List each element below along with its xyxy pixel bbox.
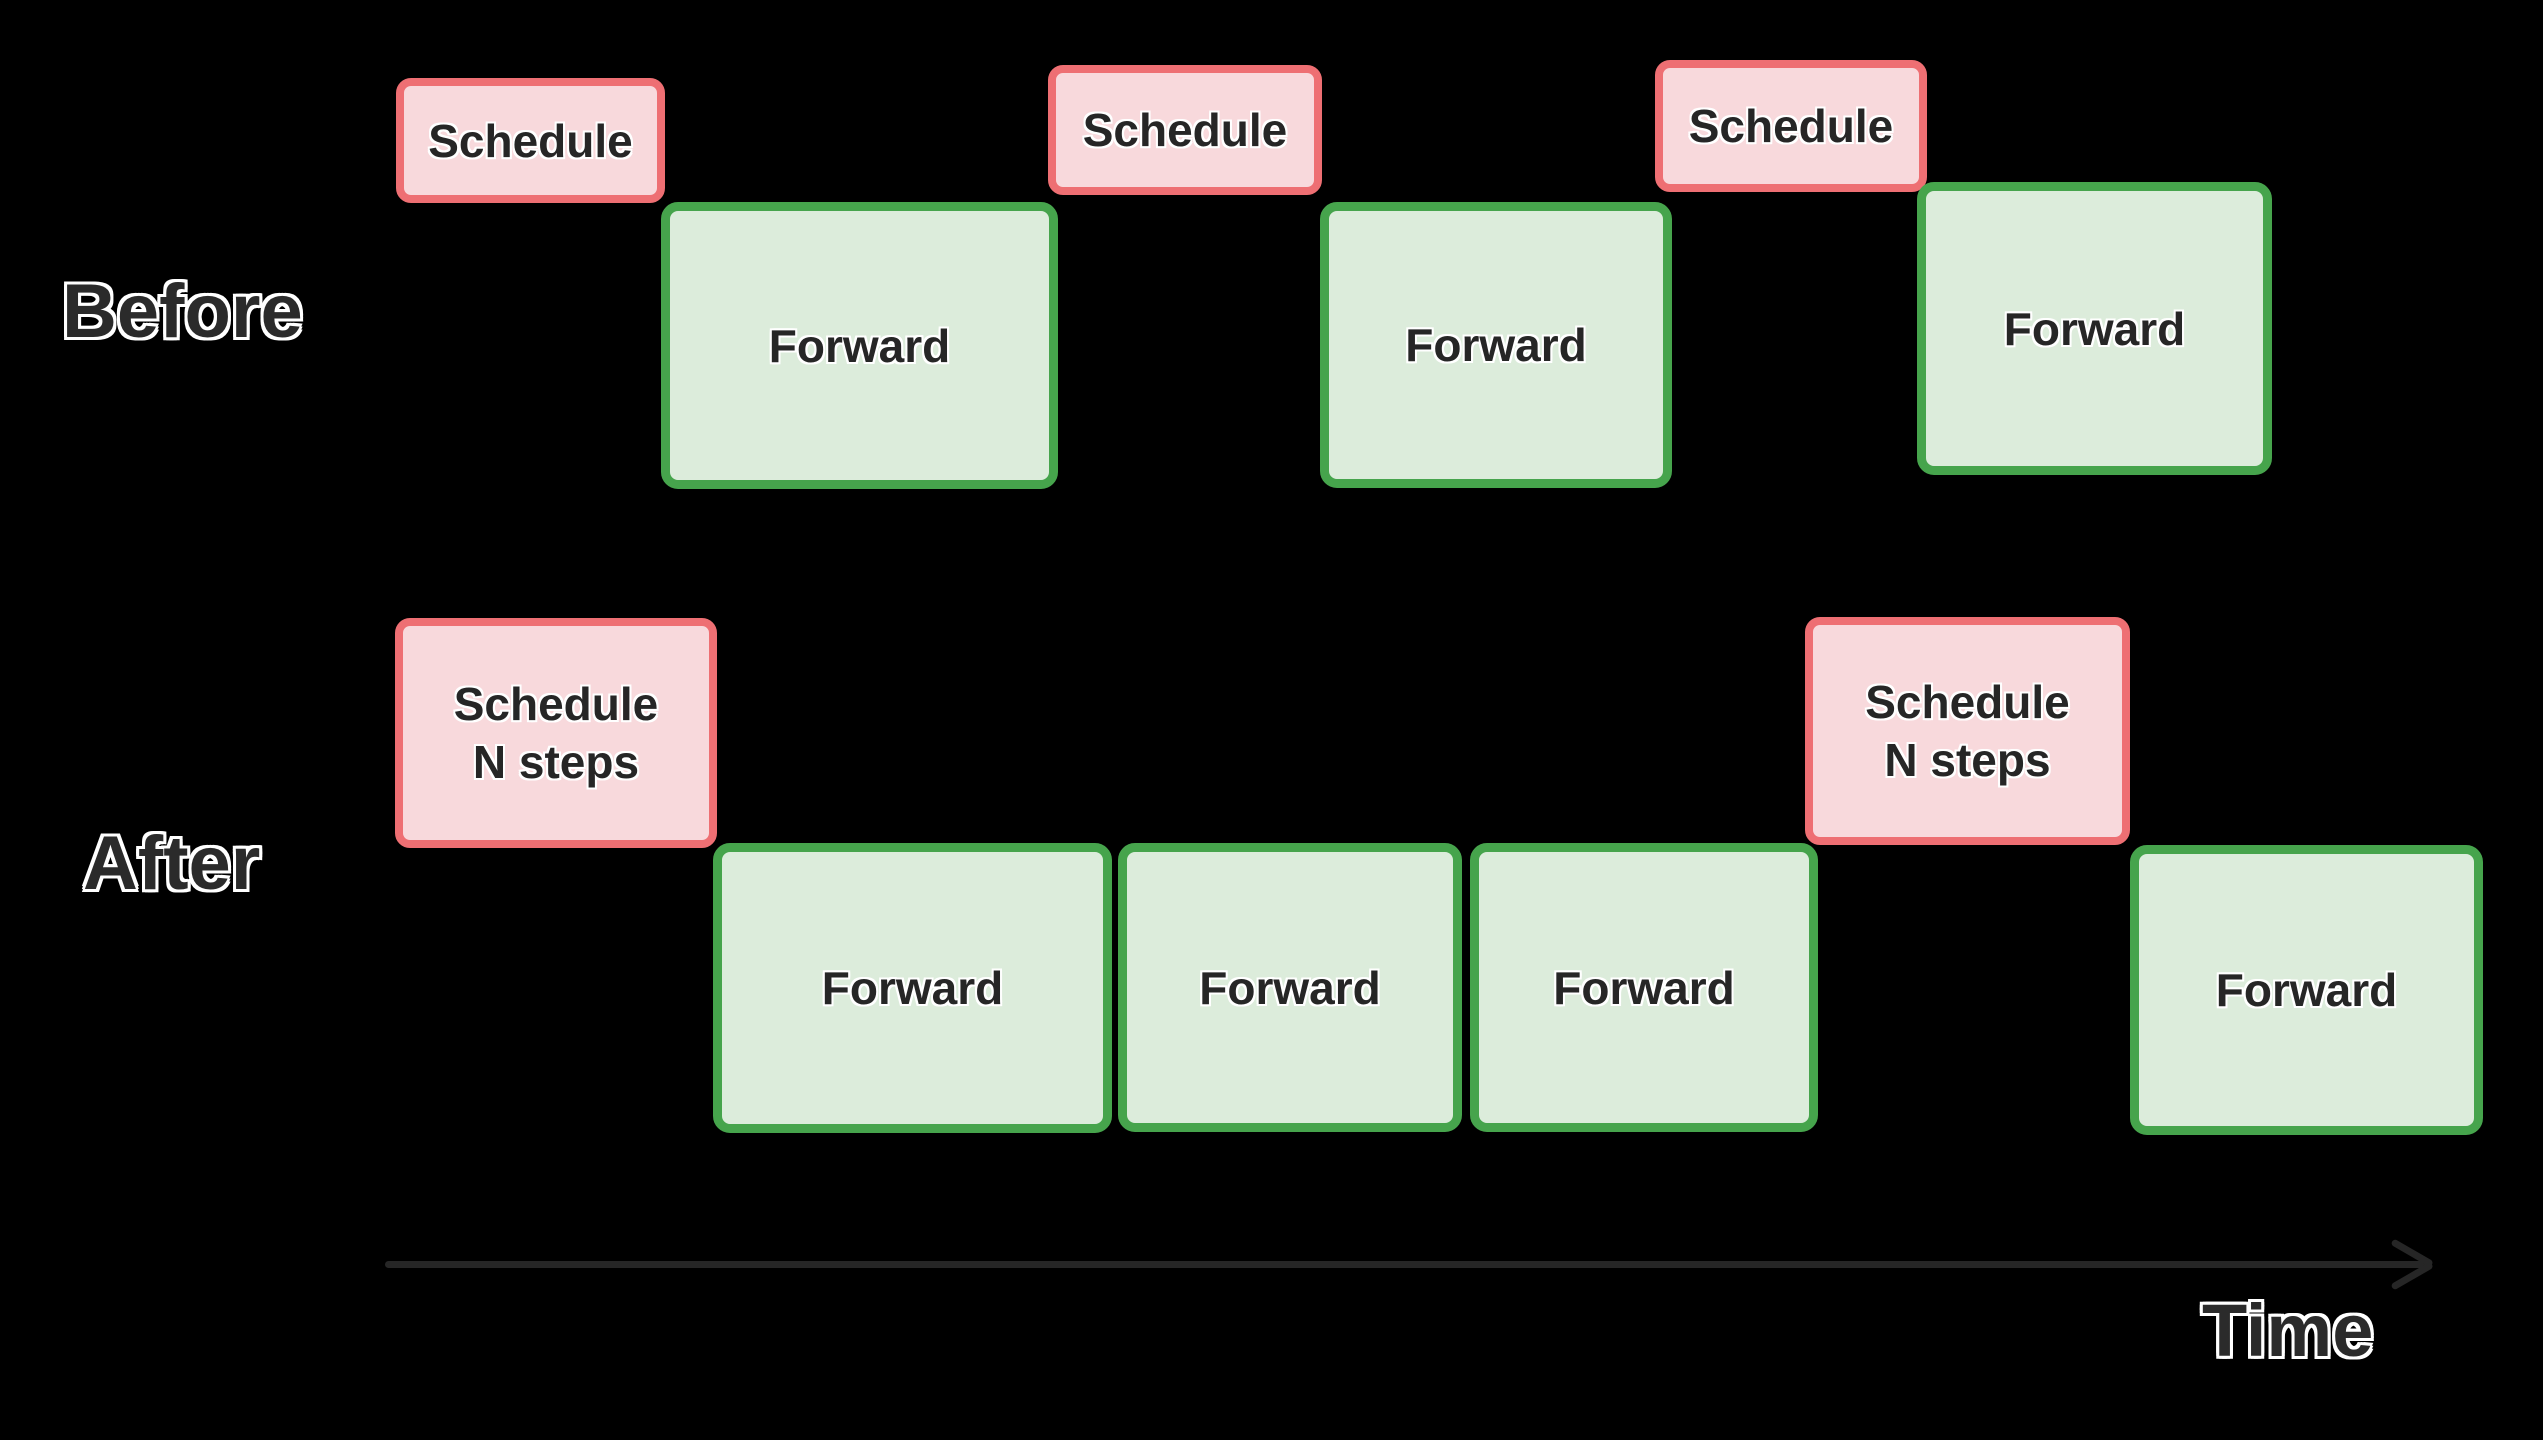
after-forward-box-1: Forward <box>713 843 1112 1133</box>
before-forward-box-2: Forward <box>1320 202 1672 488</box>
time-axis-label: Time <box>2202 1289 2374 1372</box>
after-forward-box-3: Forward <box>1470 843 1818 1132</box>
after-schedule-n-steps-box-2: Schedule N steps <box>1805 617 2130 845</box>
after-schedule-n-steps-box-1-line2: N steps <box>472 736 640 788</box>
before-forward-box-2-label: Forward <box>1405 319 1587 371</box>
after-schedule-n-steps-box-1-line1: Schedule <box>453 678 659 730</box>
before-schedule-box-2: Schedule <box>1048 65 1322 195</box>
after-forward-box-4-label: Forward <box>2215 964 2398 1016</box>
before-schedule-box-3: Schedule <box>1655 60 1927 192</box>
after-forward-box-1-label: Forward <box>821 962 1004 1014</box>
before-forward-box-1-label: Forward <box>768 319 951 372</box>
after-schedule-n-steps-box-1: Schedule N steps <box>395 618 717 848</box>
before-schedule-box-1-label: Schedule <box>428 114 633 167</box>
before-schedule-box-2-label: Schedule <box>1082 104 1288 156</box>
after-forward-box-2-label: Forward <box>1199 961 1381 1014</box>
after-forward-box-4: Forward <box>2130 845 2483 1135</box>
before-forward-box-3: Forward <box>1917 182 2272 475</box>
before-forward-box-3-label: Forward <box>2003 302 2186 355</box>
after-row-label: After <box>83 821 261 906</box>
after-forward-box-2: Forward <box>1118 843 1462 1132</box>
time-axis-line <box>385 1261 2428 1268</box>
after-schedule-n-steps-box-2-line2: N steps <box>1884 734 2051 786</box>
after-forward-box-3-label: Forward <box>1553 961 1735 1014</box>
before-forward-box-1: Forward <box>661 202 1058 489</box>
before-schedule-box-3-label: Schedule <box>1688 100 1894 152</box>
before-schedule-box-1: Schedule <box>396 78 665 203</box>
before-row-label: Before <box>62 269 303 354</box>
after-schedule-n-steps-box-2-line1: Schedule <box>1865 676 2070 728</box>
